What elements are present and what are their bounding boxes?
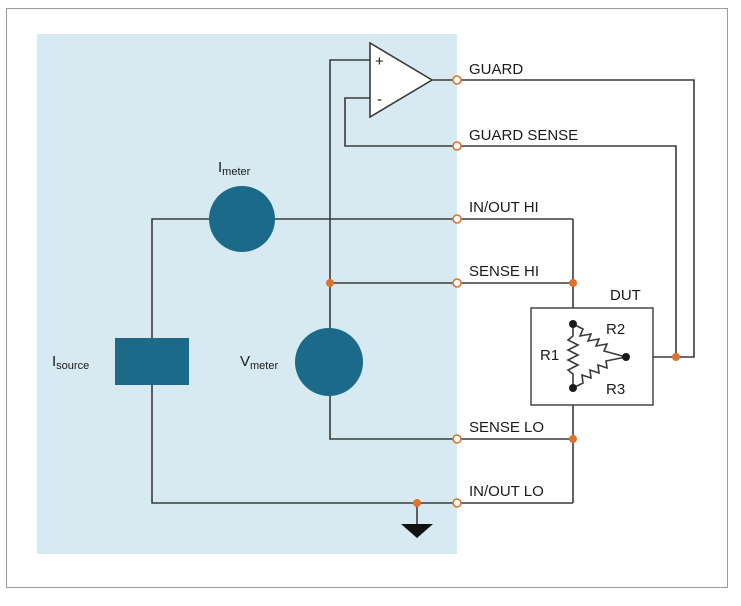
junction-node bbox=[326, 279, 334, 287]
r2-label: R2 bbox=[606, 321, 625, 338]
r3-resistor bbox=[572, 356, 627, 389]
r1-label: R1 bbox=[540, 347, 559, 364]
r2-resistor bbox=[572, 323, 627, 358]
ground-icon bbox=[401, 524, 433, 538]
junction-node bbox=[413, 499, 421, 507]
i-meter bbox=[209, 186, 275, 252]
instrument-panel bbox=[37, 34, 457, 554]
terminal-in-out-hi bbox=[452, 214, 462, 224]
terminal-guard bbox=[452, 75, 462, 85]
terminals bbox=[452, 75, 462, 508]
v-meter-label: Vmeter bbox=[240, 353, 278, 372]
op-amp-minus-label: - bbox=[377, 91, 382, 108]
in-out-hi-label: IN/OUT HI bbox=[469, 199, 539, 216]
terminal-sense-hi bbox=[452, 278, 462, 288]
terminal-in-out-lo bbox=[452, 498, 462, 508]
wires bbox=[151, 59, 695, 524]
junction-node bbox=[569, 435, 577, 443]
sense-hi-label: SENSE HI bbox=[469, 263, 539, 280]
guard-sense-label: GUARD SENSE bbox=[469, 127, 578, 144]
i-source bbox=[115, 338, 189, 385]
junction-node bbox=[672, 353, 680, 361]
terminal-guard-sense bbox=[452, 141, 462, 151]
guard-label: GUARD bbox=[469, 61, 523, 78]
dut-node-bottom bbox=[569, 384, 577, 392]
dut-label: DUT bbox=[610, 287, 641, 304]
r3-label: R3 bbox=[606, 381, 625, 398]
op-amp: + - bbox=[369, 41, 434, 119]
dut-box bbox=[530, 307, 654, 406]
i-meter-label: Imeter bbox=[218, 159, 251, 178]
dut-block: DUT R1 R2 R3 bbox=[530, 287, 654, 406]
r1-resistor bbox=[566, 324, 580, 388]
in-out-lo-label: IN/OUT LO bbox=[469, 483, 544, 500]
sense-lo-label: SENSE LO bbox=[469, 419, 544, 436]
dut-node-right bbox=[622, 353, 630, 361]
dut-node-top bbox=[569, 320, 577, 328]
i-source-label: Isource bbox=[52, 353, 89, 372]
op-amp-plus-label: + bbox=[375, 53, 384, 70]
terminal-sense-lo bbox=[452, 434, 462, 444]
v-meter bbox=[295, 328, 363, 396]
junction-node bbox=[569, 279, 577, 287]
